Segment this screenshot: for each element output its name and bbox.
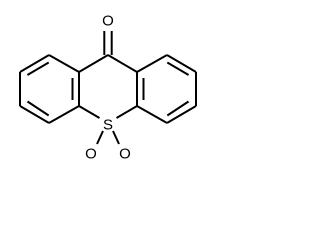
sulfonyl-oxygen-left-label: O <box>85 146 97 163</box>
sulfur-label: S <box>103 117 113 134</box>
carbonyl-oxygen-label: O <box>102 13 114 30</box>
thioxanthone-dioxide-structure: O S O O <box>19 13 197 163</box>
carbonyl-double-bond <box>103 31 113 55</box>
bond-carbonyl-right <box>107 54 138 73</box>
bond-carbonyl-left <box>78 54 109 73</box>
right-benzene-ring <box>136 54 197 124</box>
bond-sulfur-oxygen-left <box>96 130 104 145</box>
sulfonyl-oxygen-right-label: O <box>119 146 131 163</box>
bond-right-ring-to-sulfur <box>115 105 138 119</box>
bond-sulfur-oxygen-right <box>112 130 120 145</box>
left-benzene-ring <box>19 54 80 124</box>
bond-left-ring-to-sulfur <box>78 105 101 119</box>
